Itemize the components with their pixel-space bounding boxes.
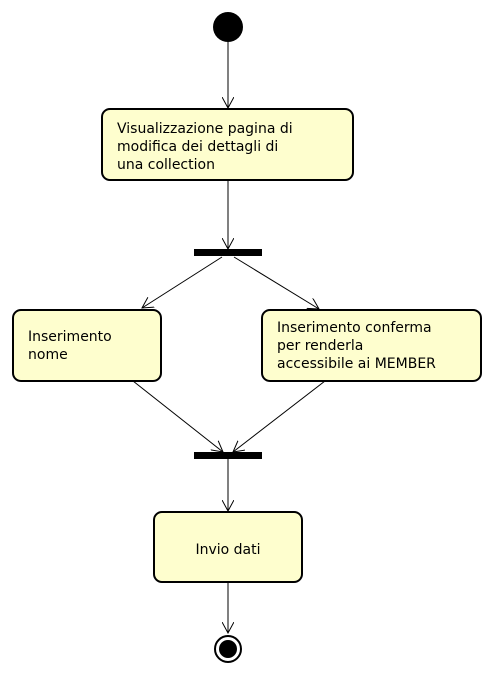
edge-fork-to-insert-confirm xyxy=(233,256,319,309)
start-node xyxy=(213,12,243,42)
activity-send-data-box xyxy=(153,511,303,583)
activity-insert-name-line-1: Inserimento xyxy=(28,329,112,345)
activity-send-data: Invio dati xyxy=(153,511,303,583)
activity-insert-confirm: Inserimento conferma per renderla access… xyxy=(261,309,482,382)
activity-send-data-line-1: Invio dati xyxy=(195,542,260,558)
svg-text:Visualizzazione pagina di: Visualizzazione pagina di modifica dei d… xyxy=(117,121,297,173)
activity-view-page-line-1: Visualizzazione pagina di xyxy=(117,121,293,137)
edges xyxy=(132,42,326,633)
activity-insert-name-box xyxy=(12,309,162,382)
end-node xyxy=(214,635,242,663)
svg-text:Invio dati: Invio dati xyxy=(195,542,260,558)
fork-bar xyxy=(194,249,262,256)
activity-insert-confirm-line-1: Inserimento conferma xyxy=(277,320,432,336)
svg-text:Inserimento nome: Inserimento nome xyxy=(28,329,116,363)
activity-insert-confirm-line-3: accessibile ai MEMBER xyxy=(277,356,436,372)
end-node-core xyxy=(219,640,237,658)
edge-fork-to-insert-name xyxy=(142,256,223,308)
svg-text:Inserimento conferma per: Inserimento conferma per renderla access… xyxy=(277,320,436,372)
edge-insert-name-to-join xyxy=(132,380,223,452)
activity-insert-confirm-box xyxy=(261,309,482,382)
join-bar xyxy=(194,452,262,459)
activity-insert-name: Inserimento nome xyxy=(12,309,162,382)
activity-insert-name-line-2: nome xyxy=(28,347,68,363)
edge-insert-confirm-to-join xyxy=(233,380,326,452)
activity-view-page-line-2: modifica dei dettagli di xyxy=(117,139,278,155)
activity-view-page: Visualizzazione pagina di modifica dei d… xyxy=(101,108,354,181)
activity-view-page-box xyxy=(101,108,354,181)
activity-insert-confirm-line-2: per renderla xyxy=(277,338,363,354)
activity-view-page-line-3: una collection xyxy=(117,157,215,173)
